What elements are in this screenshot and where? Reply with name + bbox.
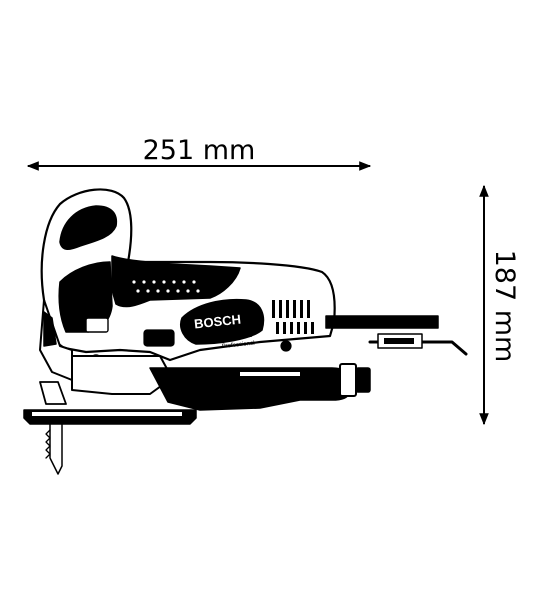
saw-blade-teeth (45, 429, 51, 459)
jigsaw-illustration: BOSCH GST 90 E Professional (23, 188, 468, 475)
vent-slots (272, 300, 314, 334)
front-nose-dark (43, 311, 57, 347)
width-dimension: 251 mm (26, 135, 372, 171)
dust-port-cap (355, 367, 371, 393)
product-line: Professional (222, 341, 255, 350)
guide-rail-clamp-slot (384, 338, 414, 344)
brand-badge (180, 298, 265, 345)
width-dimension-label: 251 mm (143, 135, 256, 166)
guide-rail-screw (280, 340, 292, 352)
speed-dial-icon (143, 329, 175, 347)
model-name: GST 90 E (221, 332, 253, 342)
top-grip-dark (111, 255, 241, 308)
height-dimension: 187 mm (479, 184, 520, 426)
blade-holder (39, 381, 67, 405)
dust-port-ring (339, 363, 357, 397)
trigger-switch-icon (85, 317, 109, 333)
saw-blade (49, 423, 63, 475)
base-plate-highlight (32, 412, 182, 416)
brand-name: BOSCH (193, 312, 241, 332)
grip-texture (132, 280, 200, 293)
lower-housing (71, 355, 173, 395)
dust-tube-highlight (240, 372, 300, 376)
height-dimension-label: 187 mm (489, 250, 520, 363)
guide-rail (325, 315, 439, 329)
handle-grip-slot (59, 205, 118, 250)
